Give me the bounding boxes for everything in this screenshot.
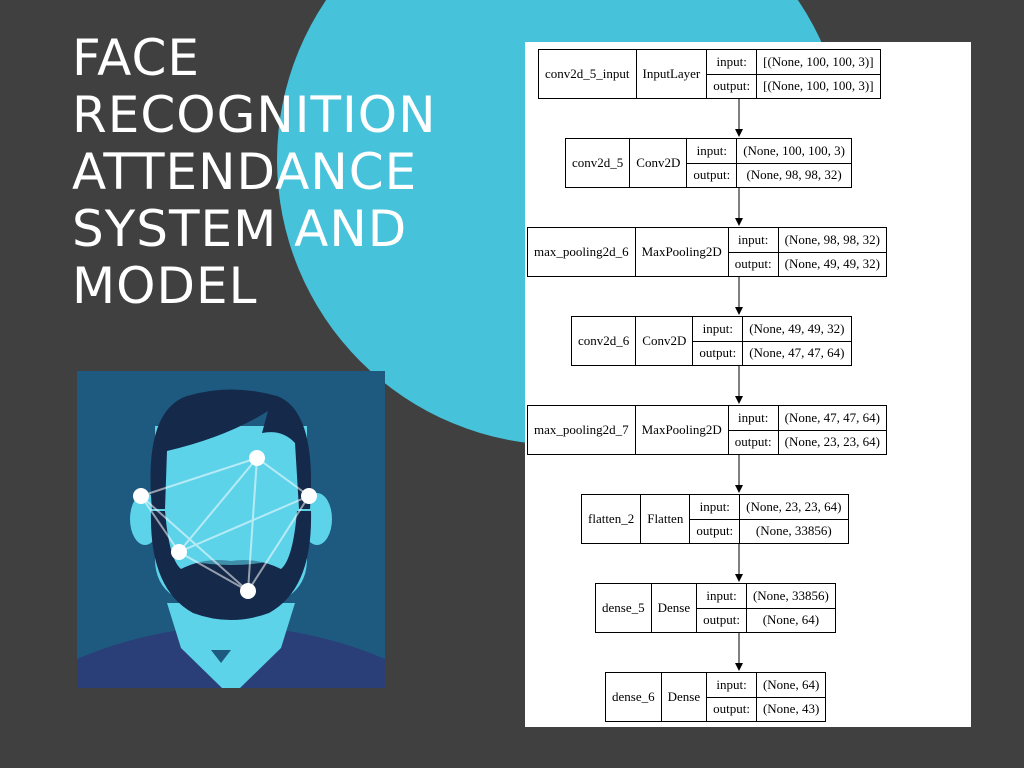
layer-type: Conv2D: [630, 139, 688, 187]
io-labels: input: output:: [693, 317, 744, 365]
layer-name: max_pooling2d_7: [528, 406, 636, 454]
io-shapes: (None, 100, 100, 3) (None, 98, 98, 32): [737, 139, 852, 187]
io-shapes: (None, 64) (None, 43): [756, 673, 826, 721]
io-shapes: (None, 23, 23, 64) (None, 33856): [740, 495, 848, 543]
face-recognition-icon: [77, 371, 385, 688]
title-line: RECOGNITION: [72, 86, 437, 144]
io-shapes: (None, 33856) (None, 64): [746, 584, 835, 632]
input-label: input:: [697, 584, 746, 609]
edge-arrowhead: [735, 396, 743, 404]
edge-arrowhead: [735, 485, 743, 493]
io-shapes: (None, 49, 49, 32) (None, 47, 47, 64): [743, 317, 851, 365]
edge-arrowhead: [735, 663, 743, 671]
layer-type: Dense: [652, 584, 698, 632]
input-label: input:: [690, 495, 740, 520]
title-line: MODEL: [72, 257, 258, 315]
title-line: ATTENDANCE: [72, 143, 418, 201]
layer-type: InputLayer: [637, 50, 708, 98]
input-shape: (None, 98, 98, 32): [778, 228, 886, 253]
layer-type: Conv2D: [636, 317, 694, 365]
io-shapes: (None, 47, 47, 64) (None, 23, 23, 64): [778, 406, 886, 454]
layer-name: conv2d_5_input: [539, 50, 637, 98]
input-shape: (None, 49, 49, 32): [743, 317, 851, 342]
layer-name: conv2d_5: [566, 139, 631, 187]
layer-type: MaxPooling2D: [636, 406, 729, 454]
output-shape: (None, 49, 49, 32): [784, 256, 880, 272]
output-shape: (None, 33856): [755, 523, 832, 539]
layer-name: dense_5: [596, 584, 652, 632]
input-shape: (None, 100, 100, 3): [737, 139, 852, 164]
title-line: SYSTEM AND: [72, 200, 408, 258]
output-shape: (None, 23, 23, 64): [784, 434, 880, 450]
edge-arrowhead: [735, 129, 743, 137]
output-label: output:: [703, 612, 740, 628]
input-label: input:: [707, 50, 757, 75]
title-line: FACE: [72, 29, 200, 87]
layer-type: Dense: [662, 673, 708, 721]
output-label: output:: [713, 78, 751, 94]
io-labels: input: output:: [707, 50, 758, 98]
input-label: input:: [728, 406, 778, 431]
input-label: input:: [707, 673, 756, 698]
output-label: output:: [696, 523, 734, 539]
diagram-edges: [735, 99, 743, 671]
output-shape: (None, 47, 47, 64): [749, 345, 845, 361]
output-label: output:: [734, 434, 772, 450]
io-labels: input: output:: [687, 139, 738, 187]
output-shape: (None, 43): [762, 701, 820, 717]
layer-name: max_pooling2d_6: [528, 228, 636, 276]
input-label: input:: [728, 228, 778, 253]
output-label: output:: [699, 345, 737, 361]
output-label: output:: [693, 167, 731, 183]
edge-arrowhead: [735, 218, 743, 226]
io-shapes: [(None, 100, 100, 3)] [(None, 100, 100, 3…: [757, 50, 880, 98]
input-label: input:: [687, 139, 737, 164]
output-shape: [(None, 100, 100, 3)]: [763, 78, 874, 94]
output-shape: (None, 98, 98, 32): [746, 167, 842, 183]
layer-name: flatten_2: [582, 495, 642, 543]
io-shapes: (None, 98, 98, 32) (None, 49, 49, 32): [778, 228, 886, 276]
io-labels: input: output:: [728, 228, 779, 276]
io-labels: input: output:: [707, 673, 757, 721]
layer-type: Flatten: [641, 495, 691, 543]
output-label: output:: [734, 256, 772, 272]
output-shape: (None, 64): [762, 612, 820, 628]
layer-name: dense_6: [606, 673, 662, 721]
input-shape: (None, 23, 23, 64): [740, 495, 848, 520]
input-label: input:: [693, 317, 743, 342]
layer-type: MaxPooling2D: [636, 228, 729, 276]
input-shape: (None, 33856): [746, 584, 835, 609]
io-labels: input: output:: [728, 406, 779, 454]
input-shape: (None, 64): [756, 673, 826, 698]
output-label: output:: [713, 701, 750, 717]
edge-arrowhead: [735, 574, 743, 582]
edge-arrowhead: [735, 307, 743, 315]
input-shape: (None, 47, 47, 64): [778, 406, 886, 431]
page-title: FACE RECOGNITION ATTENDANCE SYSTEM AND M…: [72, 30, 437, 315]
layer-name: conv2d_6: [572, 317, 637, 365]
io-labels: input: output:: [697, 584, 747, 632]
input-shape: [(None, 100, 100, 3)]: [757, 50, 880, 75]
io-labels: input: output:: [690, 495, 741, 543]
